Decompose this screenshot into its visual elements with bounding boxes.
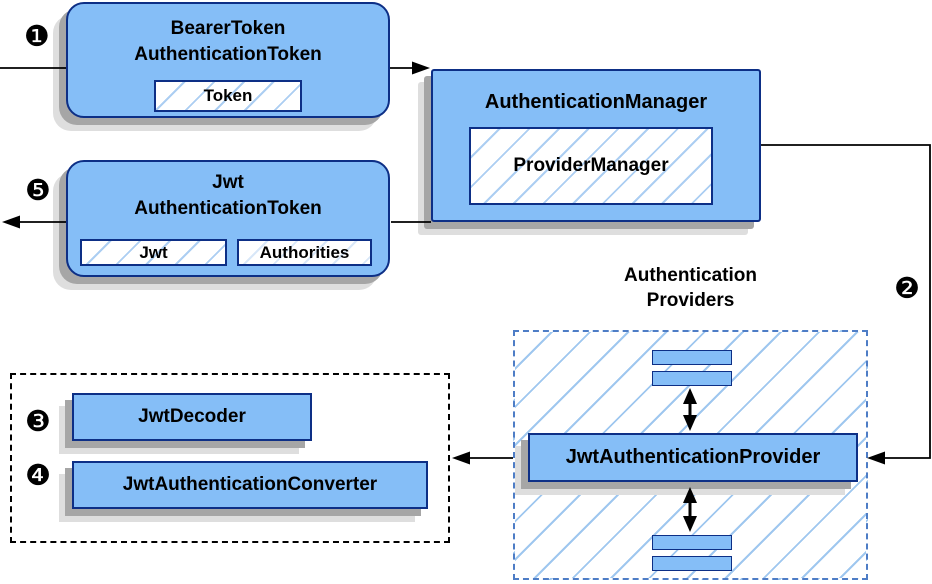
step-1-badge: ❶: [24, 19, 50, 53]
authorities-field-label: Authorities: [259, 242, 350, 262]
authentication-providers-label-line2: Providers: [646, 290, 735, 311]
jwt-token-title-line1: Jwt: [212, 172, 244, 193]
arrow-bearer-to-manager: [390, 61, 430, 75]
jwt-authentication-token-box: Jwt AuthenticationToken Jwt Authorities: [66, 160, 390, 277]
authentication-providers-label: Authentication Providers: [513, 263, 868, 313]
bearer-token-title-line2: AuthenticationToken: [134, 44, 322, 65]
authentication-manager-box: AuthenticationManager ProviderManager: [431, 69, 761, 222]
provider-placeholder-bar: [652, 350, 732, 365]
provider-manager-label: ProviderManager: [513, 155, 669, 176]
step-2-badge: ❷: [894, 271, 920, 305]
jwt-authentication-provider-label: JwtAuthenticationProvider: [565, 446, 821, 468]
jwt-decoder-label: JwtDecoder: [138, 406, 246, 427]
authentication-manager-title: AuthenticationManager: [484, 91, 708, 113]
step-5-badge: ❺: [25, 173, 51, 207]
provider-placeholder-bar: [652, 535, 732, 550]
jwt-decoder-box: JwtDecoder: [72, 393, 312, 441]
bearer-token-title: BearerToken AuthenticationToken: [68, 4, 388, 68]
jwt-field-label: Jwt: [139, 242, 168, 262]
jwt-field: Jwt: [80, 239, 227, 266]
jwt-token-title-line2: AuthenticationToken: [134, 198, 322, 219]
jwt-authentication-converter-box: JwtAuthenticationConverter: [72, 461, 428, 509]
step-4-badge: ❹: [25, 458, 51, 492]
step-3-badge: ❸: [25, 404, 51, 438]
authentication-providers-label-line1: Authentication: [624, 265, 757, 286]
arrow-provider-to-decoder: [452, 451, 513, 465]
authorities-field: Authorities: [237, 239, 372, 266]
bearer-token-authentication-token-box: BearerToken AuthenticationToken Token: [66, 2, 390, 118]
provider-placeholder-bar: [652, 556, 732, 571]
provider-manager-box: ProviderManager: [469, 127, 713, 205]
jwt-authentication-converter-label: JwtAuthenticationConverter: [122, 474, 378, 495]
token-field: Token: [154, 80, 302, 112]
token-field-label: Token: [203, 86, 253, 105]
decoder-converter-group-box: [10, 373, 450, 543]
jwt-token-title: Jwt AuthenticationToken: [68, 162, 388, 222]
bearer-token-title-line1: BearerToken: [170, 18, 286, 39]
jwt-authentication-provider-box: JwtAuthenticationProvider: [528, 433, 858, 482]
provider-placeholder-bar: [652, 371, 732, 386]
arrow-jwt-token-out: [2, 215, 66, 229]
